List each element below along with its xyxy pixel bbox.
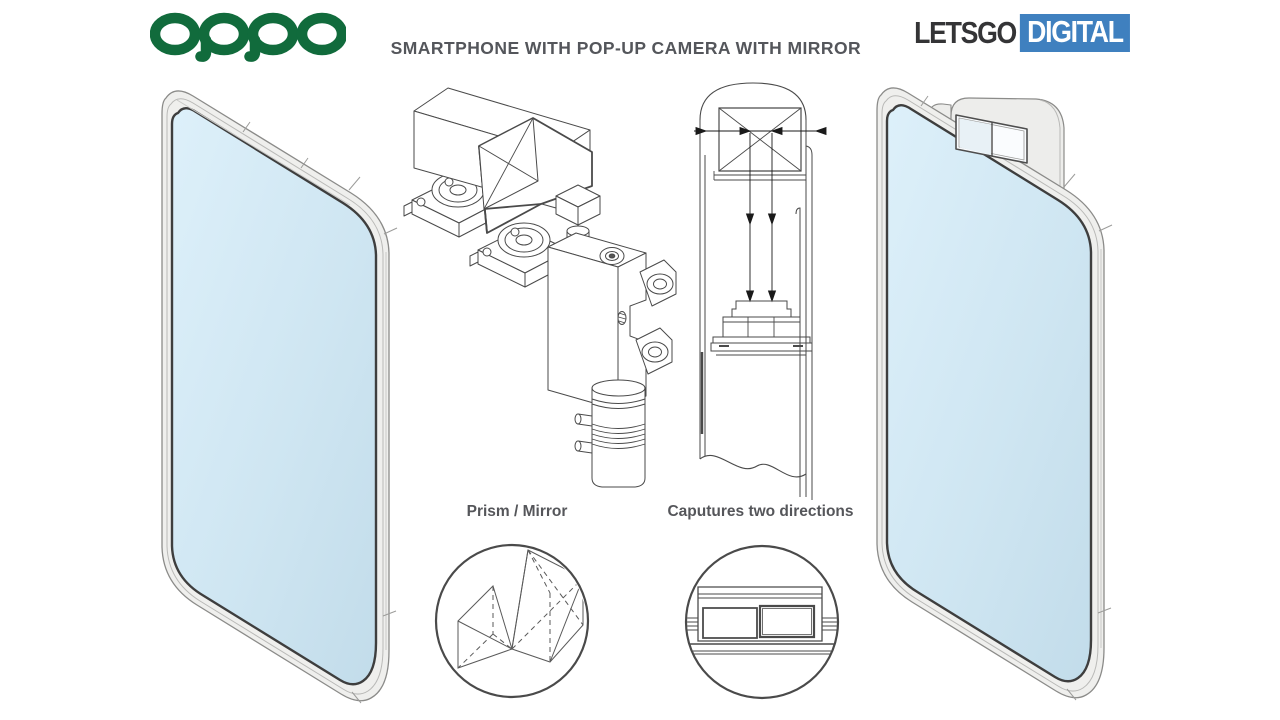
left-phone-inner-rim — [166, 98, 384, 695]
oppo-logo-glyphs — [149, 12, 348, 62]
letsgo-text: LETSGO — [914, 15, 1017, 50]
right-phone-inner-rim — [881, 95, 1099, 692]
page-title: SMARTPHONE WITH POP-UP CAMERA WITH MIRRO… — [390, 37, 862, 58]
prism-cross-section — [713, 107, 807, 181]
camera-mechanism-figure — [403, 87, 677, 488]
light-ray-arrows — [694, 126, 827, 303]
right-phone-screen — [885, 104, 1093, 683]
mirror-plate — [478, 117, 593, 234]
left-phone-frame-seams — [176, 99, 398, 704]
prism-box — [413, 87, 593, 234]
mounting-lug-rings — [617, 259, 677, 375]
lens-modules — [403, 172, 570, 288]
prism-caption: Prism / Mirror — [466, 503, 568, 520]
oppo-logo: oppo — [149, 12, 348, 62]
two-directions-detail-figure — [684, 544, 840, 700]
digital-badge: DIGITAL — [1020, 14, 1130, 52]
right-phone-figure — [876, 87, 1113, 701]
directions-caption: Caputures two directions — [667, 503, 854, 520]
actuator-block — [547, 184, 677, 411]
popup-front-view — [687, 586, 837, 655]
right-phone-frame-seams — [920, 95, 1113, 701]
prism-detail-figure — [434, 543, 590, 699]
left-phone-figure — [161, 90, 398, 704]
prism-pair-drawing — [457, 549, 584, 669]
popup-window — [955, 114, 1028, 164]
sensor-assembly — [710, 300, 813, 356]
left-phone-screen — [170, 107, 378, 686]
cross-section-figure — [694, 82, 827, 500]
motor-cylinder — [574, 379, 646, 488]
letsgodigital-logo: LETSGO DIGITAL — [914, 14, 1130, 52]
housing-cross-section — [699, 82, 813, 500]
